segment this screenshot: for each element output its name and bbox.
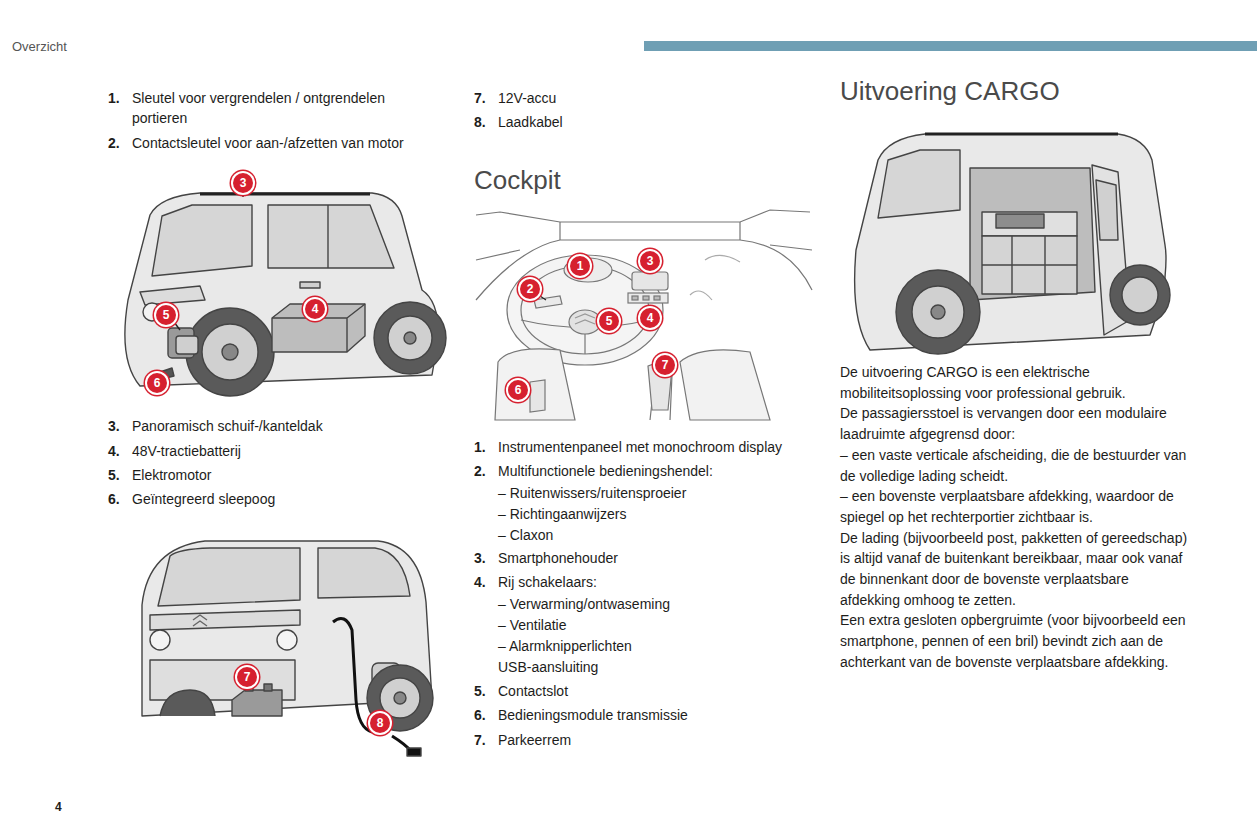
body-paragraph: De passagiersstoel is vervangen door een…	[840, 403, 1192, 444]
list-item: Sleutel voor vergrendelen / ontgrendelen…	[132, 88, 422, 128]
body-paragraph: – een vaste verticale afscheiding, die d…	[840, 445, 1192, 486]
list-number: 4.	[474, 572, 486, 592]
body-paragraph: Een extra gesloten opbergruimte (voor bi…	[840, 610, 1192, 672]
callout-number: 3	[233, 173, 253, 193]
list-number: 3.	[474, 548, 486, 568]
callout-number: 5	[599, 311, 619, 331]
running-head: Overzicht	[12, 37, 67, 57]
callout-number: 4	[640, 308, 660, 328]
list-item: Bedieningsmodule transmissie	[498, 705, 688, 725]
page-number: 4	[55, 797, 62, 817]
list-number: 7.	[474, 88, 486, 108]
list-item: – Claxon	[498, 525, 553, 545]
list-item: – Ventilatie	[498, 615, 567, 635]
cockpit-illustration	[476, 210, 812, 420]
list-number: 7.	[474, 730, 486, 750]
callout-number: 5	[156, 305, 176, 325]
car-illustration	[125, 193, 446, 396]
callout-number: 8	[370, 713, 390, 733]
callout-number: 4	[305, 299, 325, 319]
list-number: 5.	[108, 465, 120, 485]
header-bar	[644, 41, 1257, 51]
list-item: – Ruitenwissers/ruitensproeier	[498, 483, 686, 503]
list-item: Elektromotor	[132, 465, 211, 485]
callout-number: 2	[520, 279, 540, 299]
body-paragraph: De uitvoering CARGO is een elektrische m…	[840, 362, 1192, 403]
list-number: 5.	[474, 681, 486, 701]
list-number: 1.	[108, 88, 120, 108]
list-number: 6.	[108, 489, 120, 509]
list-item: Contactsleutel voor aan-/afzetten van mo…	[132, 133, 404, 153]
list-number: 3.	[108, 416, 120, 436]
list-number: 1.	[474, 437, 486, 457]
list-number: 2.	[108, 133, 120, 153]
callout-number: 1	[570, 256, 590, 276]
body-paragraph: De lading (bijvoorbeeld post, pakketten …	[840, 528, 1192, 611]
list-item: Multifunctionele bedieningshendel:	[498, 461, 713, 481]
section-heading: Cockpit	[474, 165, 561, 195]
callout-number: 7	[655, 355, 675, 375]
list-item: – Richtingaanwijzers	[498, 504, 626, 524]
list-item: USB-aansluiting	[498, 657, 598, 677]
car-illustration	[142, 541, 433, 756]
list-item: Instrumentenpaneel met monochroom displa…	[498, 437, 782, 457]
list-item: – Verwarming/ontwaseming	[498, 594, 670, 614]
body-paragraph: – een bovenste verplaatsbare afdekking, …	[840, 486, 1192, 527]
callout-number: 6	[508, 380, 528, 400]
list-number: 6.	[474, 705, 486, 725]
list-item: Parkeerrem	[498, 730, 571, 750]
list-item: Laadkabel	[498, 112, 563, 132]
list-item: Geïntegreerd sleepoog	[132, 489, 275, 509]
list-item: Rij schakelaars:	[498, 572, 597, 592]
list-number: 4.	[108, 441, 120, 461]
list-item: Smartphonehouder	[498, 548, 618, 568]
callout-number: 7	[237, 667, 257, 687]
list-item: Panoramisch schuif-/kanteldak	[132, 416, 323, 436]
callout-number: 6	[147, 373, 167, 393]
cargo-illustration	[855, 134, 1170, 354]
callout-number: 3	[640, 251, 660, 271]
list-number: 8.	[474, 112, 486, 132]
list-item: 48V-tractiebatterij	[132, 441, 241, 461]
list-item: Contactslot	[498, 681, 568, 701]
list-item: – Alarmknipperlichten	[498, 636, 632, 656]
list-number: 2.	[474, 461, 486, 481]
section-heading: Uitvoering CARGO	[840, 76, 1060, 106]
text-column: De uitvoering CARGO is een elektrische m…	[840, 362, 1192, 673]
list-item: 12V-accu	[498, 88, 556, 108]
